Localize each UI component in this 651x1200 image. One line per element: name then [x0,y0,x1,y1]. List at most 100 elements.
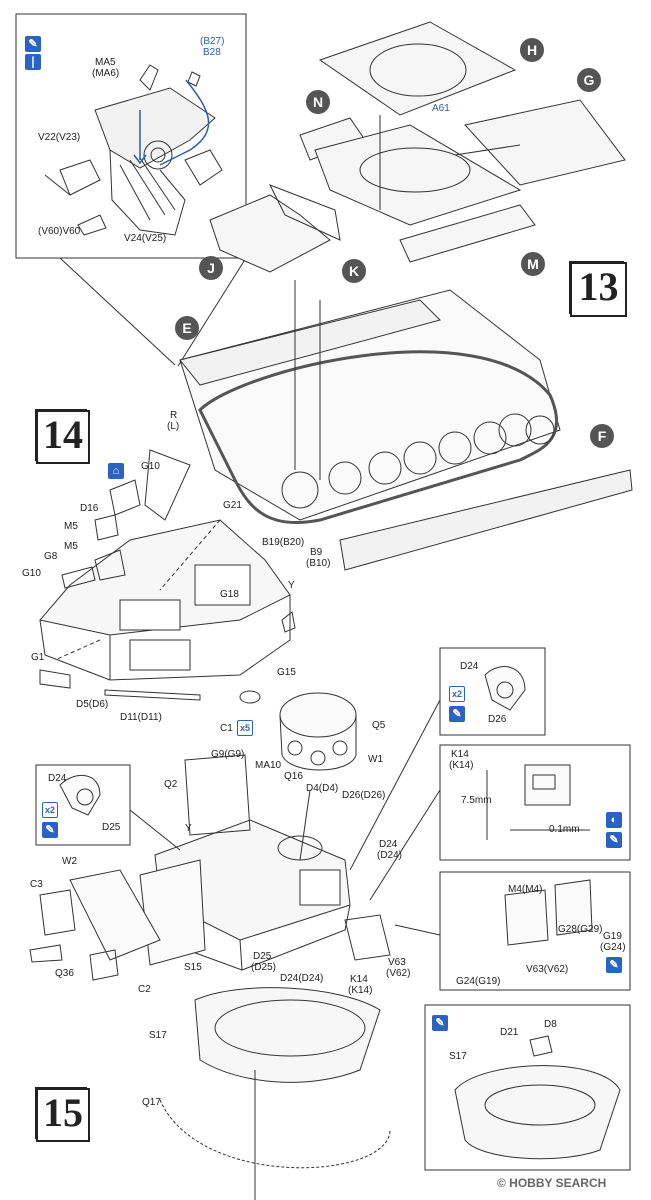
paint-brush-icon: ✎ [25,36,41,52]
label-v22: V22(V23) [38,132,81,143]
label-b10: (B10) [306,558,331,569]
x5-icon: x5 [237,720,253,736]
glue-icon: ❘ [25,54,41,70]
label-k14b-inset: (K14) [449,760,474,771]
label-g28: G28(G29) [558,924,603,935]
label-g15: G15 [277,667,296,678]
label-q17: Q17 [142,1097,161,1108]
label-d24-left: D24 [48,773,67,784]
step-number-14: 14 [36,410,90,464]
label-g24: (G24) [600,942,626,953]
label-g10-top: G10 [141,461,160,472]
label-c1: C1 [220,723,233,734]
label-b28: B28 [203,47,221,58]
optional-icon: ◐ [606,812,622,828]
label-s17: S17 [149,1030,167,1041]
label-b19: B19(B20) [262,537,305,548]
label-d25c: (D25) [251,962,277,973]
label-d16: D16 [80,503,99,514]
label-g1: G1 [31,652,45,663]
label-v60: (V60)V60 [38,226,81,237]
label-g18: G18 [220,589,239,600]
inset-v63 [439,871,631,991]
callout-k: K [342,259,366,283]
callout-e: E [175,316,199,340]
step-number-13: 13 [570,262,627,317]
callout-f: F [590,424,614,448]
inset-s17 [424,1004,631,1171]
label-l: (L) [167,421,180,432]
label-d26-inset: D26 [488,714,507,725]
watermark: © HOBBY SEARCH [497,1176,607,1190]
paint-brush-icon: ✎ [432,1015,448,1031]
label-d26b: D26(D26) [342,790,386,801]
paint-brush-icon: ✎ [449,706,465,722]
label-d11: D11(D11) [120,712,162,723]
hull-and-tracks [179,280,633,571]
x2-icon: x2 [42,802,58,818]
paint-brush-icon: ✎ [606,832,622,848]
inset-d24-d26 [439,647,546,736]
label-ma5: MA5 [95,57,116,68]
label-d4: D4(D4) [306,783,339,794]
label-d24c: (D24) [377,850,403,861]
hull-top-plates [209,21,626,273]
label-dim-7-5: 7.5mm [461,795,492,806]
label-s15: S15 [184,962,202,973]
label-g8: G8 [44,551,58,562]
label-k14-inset: K14 [451,749,469,760]
label-y-14: Y [288,580,295,591]
label-c3: C3 [30,879,43,890]
label-b9: B9 [310,547,323,558]
label-k14c: K14 [350,974,368,985]
cement-icon: ⌂ [108,463,124,479]
label-s17b: S17 [449,1051,467,1062]
label-g21: G21 [223,500,242,511]
turret-step15 [29,754,391,981]
label-v63: V63 [388,957,406,968]
turret-step14 [39,449,296,704]
gun-mount-detail [44,64,223,236]
label-d25b: D25 [253,951,272,962]
inset-k14 [439,744,631,861]
label-d24b: D24 [379,839,398,850]
label-d8: D8 [544,1019,557,1030]
label-q36: Q36 [55,968,74,979]
callout-h: H [520,38,544,62]
label-k14d: (K14) [348,985,373,996]
label-g24b: G24(G19) [456,976,501,987]
label-v63b: V63(V62) [526,964,569,975]
callout-n: N [306,90,330,114]
callout-m: M [521,252,545,276]
label-v62: (V62) [386,968,411,979]
label-w2: W2 [62,856,77,867]
label-w1: W1 [368,754,383,765]
callout-j: J [199,256,223,280]
paint-brush-icon: ✎ [606,957,622,973]
label-a61: A61 [432,103,450,114]
label-d24-inset: D24 [460,661,479,672]
label-m5-b: M5 [64,541,78,552]
label-d25-left: D25 [102,822,121,833]
label-m4: M4(M4) [508,884,543,895]
label-q5: Q5 [372,720,386,731]
label-g9: G9(G9) [211,749,245,760]
label-r: R [170,410,178,421]
label-ma10: MA10 [255,760,282,771]
label-d21: D21 [500,1027,519,1038]
callout-g: G [577,68,601,92]
label-d24e: D24(D24) [280,973,324,984]
label-q2: Q2 [164,779,178,790]
label-y-15: Y [185,823,192,834]
label-v24: V24(V25) [124,233,167,244]
cupola-q5-w1 [279,692,357,771]
x2-icon: x2 [449,686,465,702]
label-g19: G19 [603,931,622,942]
paint-brush-icon: ✎ [42,822,58,838]
label-b27: (B27) [200,36,225,47]
label-g10-left: G10 [22,568,41,579]
label-m5-a: M5 [64,521,78,532]
label-q16: Q16 [284,771,303,782]
